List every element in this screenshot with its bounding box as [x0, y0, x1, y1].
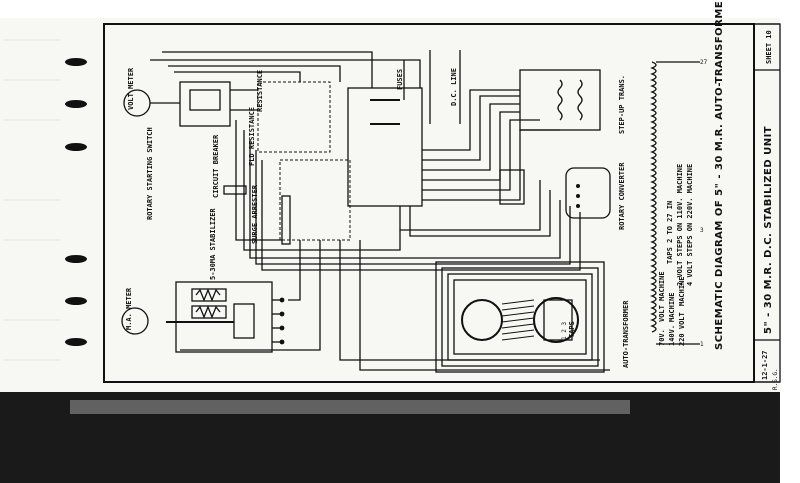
auto-transformer-left-label: AUTO-TRANSFORMER: [622, 300, 630, 368]
taps-note-1: TAPS 2 TO 27 IN: [666, 201, 674, 264]
dc-line-label: D.C. LINE: [450, 68, 458, 106]
auto-transformer-coil: [650, 61, 657, 333]
fld-resistance-label: FLD RESISTANCE: [248, 107, 256, 166]
wiring-bundle: [150, 51, 610, 371]
margin-lines: [4, 39, 60, 361]
taps-note-2: 2 VOLT STEPS ON 110V. MACHINE: [676, 164, 684, 286]
right-margin: [780, 0, 800, 483]
surge-arrester-label: SURGE ARRESTER: [251, 184, 259, 244]
tap-3-label: 3: [700, 227, 704, 234]
ma-meter: [121, 307, 149, 335]
volt-machine-3-label: MACHINE: [678, 276, 686, 306]
shadow-highlight: [70, 400, 630, 414]
step-up-transformer: [519, 69, 601, 131]
title-block: [753, 23, 781, 383]
step-up-trans-label: STEP-UP TRANS.: [618, 75, 626, 134]
stabilizer-label: 5-30MA STABILIZER: [209, 208, 217, 280]
taps-numbers: 1 2 3: [561, 322, 568, 340]
volt-1-label: 70V.: [658, 329, 666, 346]
volt-machine-1-label: VOLT MACHINE: [658, 271, 666, 322]
rotary-starting-switch: [179, 81, 231, 127]
rotary-dial-right: [533, 297, 579, 343]
rotary-dial-left: [461, 299, 503, 341]
volt-machine-2-label: MACHINE: [668, 292, 676, 322]
rotary-switch-label: ROTARY STARTING SWITCH: [146, 127, 154, 220]
fuses-panel: [347, 87, 423, 207]
tap-27-label: 27: [700, 59, 708, 66]
bottom-shadow: [0, 392, 800, 483]
field-resistance: [257, 81, 331, 153]
volt-3-label: 220 VOLT: [678, 312, 686, 346]
volt-meter-label: VOLT METER: [127, 67, 135, 110]
taps-note-3: 4 VOLT STEPS ON 220V. MACHINE: [686, 164, 694, 286]
fuses-label: FUSES: [396, 69, 404, 90]
resistance-label: RESISTANCE: [256, 70, 264, 112]
taps-label: TAPS: [568, 321, 576, 338]
sheet-number: SHEET 10: [765, 30, 773, 64]
stabilizer-box: [175, 281, 273, 353]
ma-meter-label: M.A. METER: [125, 287, 133, 330]
surge-arrester: [281, 195, 291, 245]
rotary-converter: [565, 167, 611, 219]
tap-1-label: 1: [700, 341, 704, 348]
unit-title: 5" - 30 M.R. D.C. STABILIZED UNIT: [763, 126, 774, 334]
diagram-title: SCHEMATIC DIAGRAM OF 5" - 30 M.R. AUTO-T…: [714, 0, 725, 350]
drafter-initials: R.S.G.: [772, 368, 779, 390]
binder-holes: [65, 58, 87, 346]
drawing-date: 12-1-27: [761, 350, 769, 380]
circuit-breaker-label: CIRCUIT BREAKER: [212, 134, 220, 198]
circuit-breaker: [223, 185, 247, 195]
volt-2-label: 140V.: [668, 325, 676, 346]
rotary-converter-label: ROTARY CONVERTER: [618, 162, 626, 230]
auto-transformer-group: [435, 261, 605, 373]
